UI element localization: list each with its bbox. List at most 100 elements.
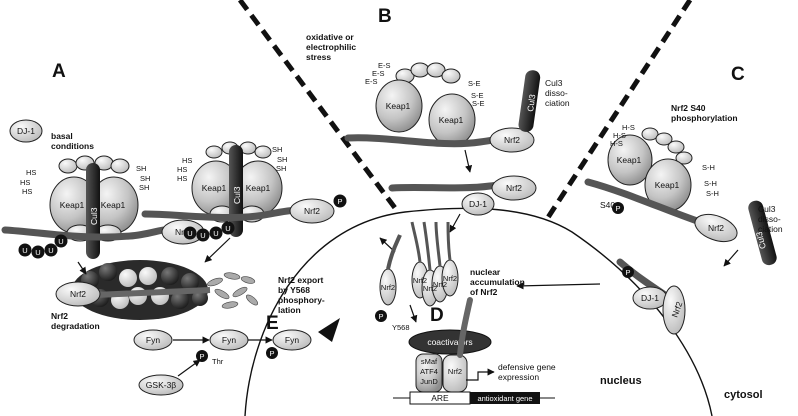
- cytosol-label: cytosol: [724, 389, 763, 401]
- panel-a: DJ-1 basal conditions Keap1 Keap1 Cul3 H…: [1, 119, 347, 331]
- fyn-protein: [133, 329, 173, 351]
- nucleus-label: nucleus: [600, 375, 642, 387]
- gsk3b-label: GSK-3β: [146, 380, 177, 390]
- c-dissoc-label-1: Cul3: [758, 204, 776, 214]
- es-label: E-S: [365, 77, 378, 86]
- sh-label: SH: [140, 174, 150, 183]
- ubiquitin-label: U: [48, 246, 53, 255]
- panel-c: Nrf2 S40 phosphorylation Keap1 Keap1 H-S…: [584, 103, 783, 335]
- nrf2-label: Nrf2: [433, 280, 447, 289]
- nrf2-label: Nrf2: [506, 183, 522, 193]
- panel-label-a: A: [52, 61, 66, 82]
- hs-label: HS: [22, 187, 32, 196]
- ubiquitin-label: U: [22, 246, 27, 255]
- ubiquitin-label: U: [213, 229, 218, 238]
- cul3-label: Cul3: [754, 230, 768, 250]
- stress-label-2: electrophilic: [306, 42, 356, 52]
- stress-label-1: oxidative or: [306, 32, 354, 42]
- panel-label-e: E: [266, 313, 279, 334]
- nuclear-membrane: [244, 207, 713, 416]
- cul3-label: Cul3: [232, 186, 242, 204]
- nrf2-label: Nrf2: [175, 227, 191, 237]
- degradation-label-2: degradation: [51, 321, 100, 331]
- ubiquitin-label: U: [200, 231, 205, 240]
- nuclear-label-2: accumulation: [470, 277, 525, 287]
- basal-label: basal: [51, 131, 73, 141]
- fyn-label: Fyn: [146, 335, 160, 345]
- nuclear-label-1: nuclear: [470, 267, 501, 277]
- hs-label: HS: [26, 168, 36, 177]
- se-label: S-E: [468, 79, 481, 88]
- keap1-label: Keap1: [101, 200, 126, 210]
- gsk3b-protein: [138, 374, 184, 396]
- coactivators-label: coactivators: [427, 337, 472, 347]
- conditions-label: conditions: [51, 141, 94, 151]
- es-label: E-S: [372, 69, 385, 78]
- se-label: S-E: [472, 99, 485, 108]
- atf4-label: ATF4: [420, 367, 438, 376]
- phospho-label: P: [199, 352, 204, 361]
- ubiquitin-label: U: [187, 229, 192, 238]
- keap1-label: Keap1: [617, 155, 642, 165]
- hs-label: HS: [20, 178, 30, 187]
- phospho-label: P: [625, 268, 630, 277]
- stress-label-3: stress: [306, 52, 331, 62]
- phospho-label: P: [269, 349, 274, 358]
- hs-label: HS: [177, 174, 187, 183]
- cul3-label: Cul3: [89, 207, 99, 225]
- ubiquitin-label: U: [35, 248, 40, 257]
- keap1-label: Keap1: [655, 180, 680, 190]
- antioxidant-gene-label: antioxidant gene: [477, 394, 532, 403]
- separator-a-b: [237, 0, 401, 214]
- panel-e: Fyn Fyn P Thr Fyn P GSK-3β Nrf2 export b…: [133, 275, 340, 396]
- keap1-label: Keap1: [246, 183, 271, 193]
- sh-label: SH: [139, 183, 149, 192]
- separator-b-c: [542, 0, 693, 224]
- phospho-label: P: [337, 197, 342, 206]
- s40-label: S40: [600, 200, 615, 210]
- sh-label: S-H: [704, 179, 717, 188]
- fyn-protein: [272, 329, 312, 351]
- phospho-label: P: [378, 312, 383, 321]
- panel-b: oxidative or electrophilic stress Keap1 …: [306, 32, 570, 253]
- coactivators-complex: [408, 329, 492, 355]
- ubiquitin-label: U: [58, 237, 63, 246]
- dissoc-label-2: disso-: [545, 88, 568, 98]
- defensive-label-2: expression: [498, 372, 539, 382]
- sh-label: SH: [272, 145, 282, 154]
- c-dissoc-label-3: ciation: [758, 224, 783, 234]
- nrf2-label: Nrf2: [448, 367, 462, 376]
- nrf2-label: Nrf2: [413, 276, 427, 285]
- cul3-label: Cul3: [525, 93, 537, 112]
- fyn-label: Fyn: [285, 335, 299, 345]
- nuclear-label-3: of Nrf2: [470, 287, 498, 297]
- s40-title-2: phosphorylation: [671, 113, 738, 123]
- nrf2-label: Nrf2: [304, 206, 320, 216]
- nrf2-label: Nrf2: [443, 274, 457, 283]
- defensive-label-1: defensive gene: [498, 362, 556, 372]
- dissoc-label-1: Cul3: [545, 78, 563, 88]
- sh-label: S-H: [702, 163, 715, 172]
- hs-label: H-S: [613, 131, 626, 140]
- hs-label: H-S: [622, 123, 635, 132]
- sh-label: SH: [136, 164, 146, 173]
- phospho-label: P: [615, 204, 620, 213]
- nrf2-label: Nrf2: [708, 223, 724, 233]
- y568-label: Y568: [392, 323, 410, 332]
- antioxidant-gene-box: [470, 392, 540, 404]
- se-label: S-E: [471, 91, 484, 100]
- export-label-1: Nrf2 export: [278, 275, 324, 285]
- degradation-label-1: Nrf2: [51, 311, 68, 321]
- es-label: E-S: [378, 61, 391, 70]
- panel-label-d: D: [430, 305, 444, 326]
- dj1-label: DJ-1: [641, 293, 659, 303]
- dj1-label: DJ-1: [17, 126, 35, 136]
- hs-label: HS: [182, 156, 192, 165]
- c-dissoc-label-2: disso-: [758, 214, 781, 224]
- thr-label: Thr: [212, 357, 224, 366]
- dj1-label: DJ-1: [469, 199, 487, 209]
- peptide-fragments: [207, 272, 258, 309]
- hs-label: HS: [177, 165, 187, 174]
